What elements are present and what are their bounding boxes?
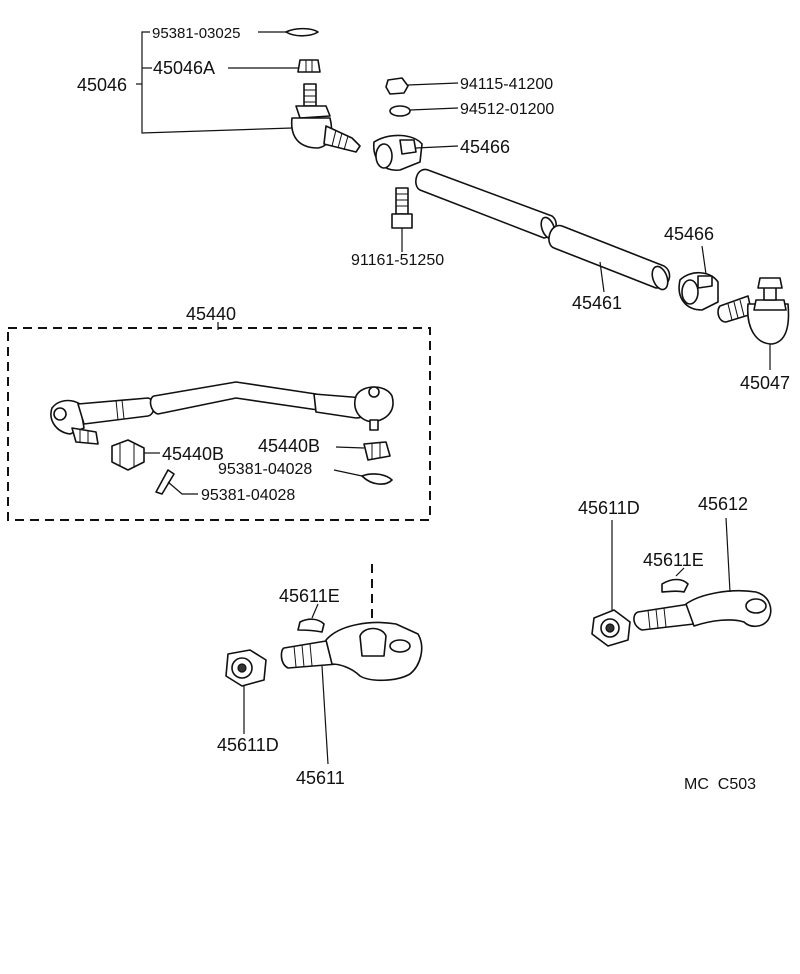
bolt-91161-51250 (391, 187, 413, 252)
key-45611e-left (297, 603, 325, 633)
label-45611: 45611 (296, 768, 345, 788)
label-45611e-right: 45611E (643, 550, 704, 570)
assembly-box-45440 (7, 322, 431, 521)
label-45440b-right: 45440B (258, 436, 320, 456)
cotter-pin-95381-04028-a (333, 469, 393, 485)
bracket-45046 (136, 31, 293, 134)
castle-nut-45440b-left (111, 439, 160, 471)
knuckle-arm-45611 (280, 621, 423, 765)
label-45440b-left: 45440B (162, 444, 224, 464)
label-91161-51250: 91161-51250 (351, 252, 444, 269)
label-45466-top: 45466 (460, 137, 510, 157)
knuckle-arm-45612 (633, 517, 772, 631)
label-45611d-left: 45611D (217, 735, 279, 755)
tube-45461 (415, 168, 671, 293)
nut-45611d-left (225, 649, 267, 734)
label-94512-01200: 94512-01200 (460, 101, 554, 118)
label-45046a: 45046A (153, 58, 215, 78)
label-45440: 45440 (186, 304, 236, 324)
reference-code: MC C503 (684, 776, 756, 793)
label-45611e-left: 45611E (279, 586, 340, 606)
label-45046: 45046 (77, 75, 127, 95)
clamp-45466-top (373, 134, 459, 171)
cotter-pin-95381-03025 (258, 27, 319, 37)
label-95381-03025: 95381-03025 (152, 25, 240, 42)
washer-94512-01200 (389, 105, 459, 117)
label-95381-04028-b: 95381-04028 (201, 487, 295, 504)
label-45611d-right: 45611D (578, 498, 640, 518)
castle-nut-45440b-right (335, 441, 391, 461)
drag-link-45440 (50, 381, 394, 445)
label-45466-right: 45466 (664, 224, 714, 244)
label-95381-04028-a: 95381-04028 (218, 461, 312, 478)
key-45611e-right (661, 567, 689, 593)
tie-rod-end-45046 (290, 83, 361, 153)
cotter-pin-95381-04028-b (155, 469, 198, 495)
label-45461: 45461 (572, 293, 622, 313)
label-45047: 45047 (740, 373, 790, 393)
nut-94115-41200 (385, 77, 459, 95)
label-94115-41200: 94115-41200 (460, 76, 553, 93)
nut-45611d-right (591, 520, 631, 647)
label-45612: 45612 (698, 494, 748, 514)
castle-nut-45046a (228, 59, 321, 73)
clamp-45466-right (678, 245, 719, 311)
tie-rod-end-45047 (717, 277, 790, 370)
